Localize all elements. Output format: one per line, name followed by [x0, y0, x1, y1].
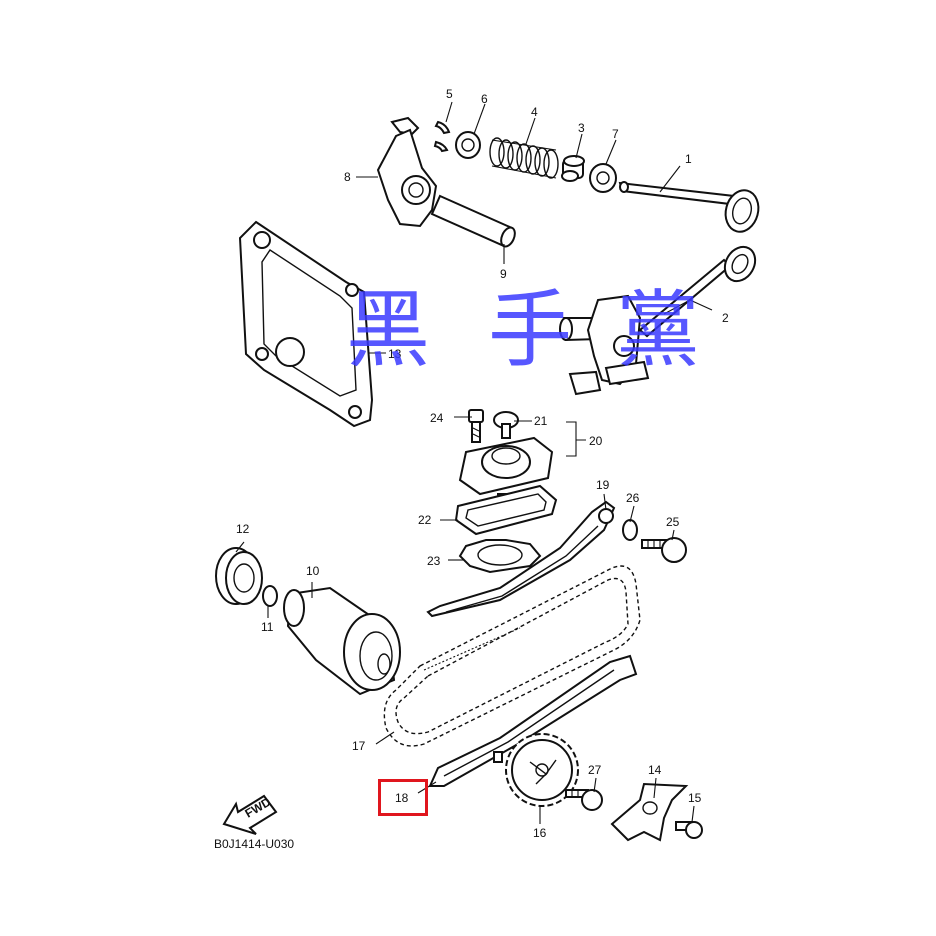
label-7: 7 — [612, 127, 619, 141]
highlight-box-part-18 — [378, 779, 428, 816]
label-2: 2 — [722, 311, 729, 325]
label-22: 22 — [418, 513, 432, 527]
label-20: 20 — [589, 434, 603, 448]
label-27: 27 — [588, 763, 602, 777]
watermark-char-3: 黨 — [616, 281, 701, 379]
label-18: 18 — [395, 791, 409, 805]
fwd-arrow-icon: FWD — [222, 795, 278, 835]
label-25: 25 — [666, 515, 680, 529]
part-1-valve — [618, 181, 760, 233]
label-12: 12 — [236, 522, 250, 536]
part-18-chain-guide — [428, 654, 638, 787]
label-26: 26 — [626, 491, 640, 505]
part-24-bolt — [468, 409, 484, 443]
part-12-bearing — [215, 547, 263, 605]
leader-lines — [235, 101, 713, 824]
part-16-cam-sprocket — [505, 733, 579, 807]
part-8-rocker-arm — [376, 116, 438, 228]
label-8: 8 — [344, 170, 351, 184]
part-6-spring-retainer — [455, 131, 481, 159]
label-24: 24 — [430, 411, 444, 425]
part-17-timing-chain — [383, 565, 641, 747]
label-3: 3 — [578, 121, 585, 135]
label-4: 4 — [531, 105, 538, 119]
label-21: 21 — [534, 414, 548, 428]
part-25-bolt — [641, 537, 687, 563]
label-1: 1 — [685, 152, 692, 166]
part-11-o-ring — [262, 585, 278, 607]
part-7-spring-seat — [589, 163, 617, 193]
part-15-bolt — [675, 821, 703, 839]
part-23-gasket — [458, 539, 542, 574]
label-11: 11 — [261, 620, 274, 634]
part-5-valve-cotter — [433, 120, 451, 153]
label-5: 5 — [446, 87, 453, 101]
label-14: 14 — [648, 763, 662, 777]
label-15: 15 — [688, 791, 702, 805]
label-9: 9 — [500, 267, 507, 281]
label-16: 16 — [533, 826, 547, 840]
part-26-o-ring — [622, 519, 638, 541]
part-2-valve — [638, 245, 757, 338]
label-23: 23 — [427, 554, 441, 568]
part-21-cap-bolt — [493, 411, 519, 439]
part-13-gasket — [238, 220, 374, 428]
part-19-chain-guide — [426, 500, 616, 618]
diagram-code: B0J1414-U030 — [214, 837, 294, 851]
part-14-plate — [610, 782, 689, 842]
part-9-rocker-shaft — [430, 194, 516, 248]
watermark-char-1: 黑 — [346, 281, 431, 379]
part-27-bolt — [565, 789, 603, 811]
label-10: 10 — [306, 564, 320, 578]
part-3-stem-seal — [561, 155, 585, 182]
label-17: 17 — [352, 739, 366, 753]
label-19: 19 — [596, 478, 610, 492]
part-4-valve-spring — [489, 137, 559, 179]
part-10-camshaft — [283, 586, 401, 696]
part-labels: 5 6 4 3 7 1 2 8 9 13 24 21 20 22 23 19 2… — [214, 87, 729, 851]
label-13: 13 — [388, 347, 402, 361]
watermark-char-2: 手 — [488, 281, 573, 379]
rocker-assembly-lower — [559, 294, 650, 396]
label-6: 6 — [481, 92, 488, 106]
